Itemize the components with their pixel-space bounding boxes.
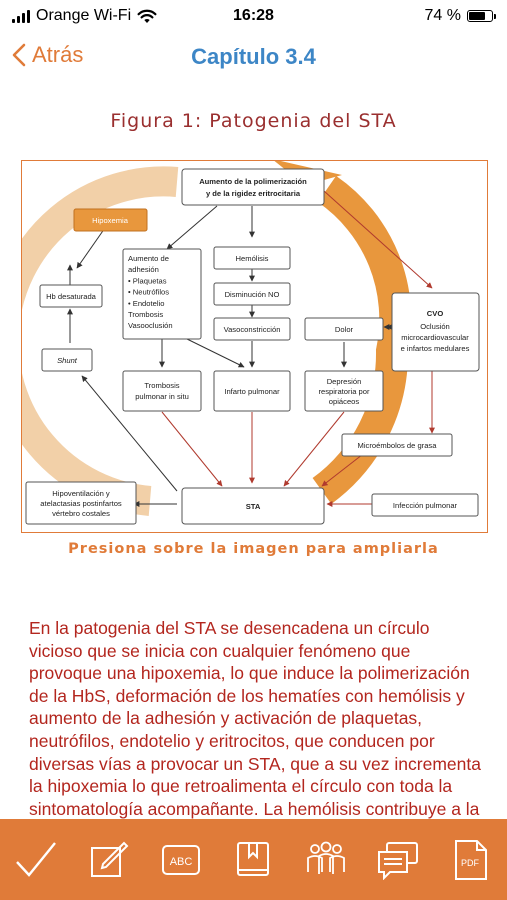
edit-note-icon bbox=[90, 841, 129, 877]
label-cvo-line: microcardiovascular bbox=[401, 333, 469, 342]
abc-label: ABC bbox=[170, 856, 193, 868]
label-vaso: Vasoconstricción bbox=[224, 325, 281, 334]
battery-label: 74 % bbox=[424, 7, 461, 24]
label-sta: STA bbox=[246, 502, 261, 511]
signal-icon bbox=[12, 9, 30, 23]
comments-button[interactable] bbox=[375, 837, 421, 883]
box-dolor bbox=[304, 317, 384, 341]
box-top bbox=[181, 168, 325, 206]
status-time: 16:28 bbox=[233, 7, 274, 24]
pathogenesis-diagram: Aumento de la polimerización y de la rig… bbox=[22, 161, 480, 525]
box-hipovent bbox=[25, 481, 137, 525]
box-infarto bbox=[213, 370, 291, 412]
back-label: Atrás bbox=[32, 42, 84, 67]
box-cvo bbox=[391, 292, 480, 372]
label-infeccion: Infección pulmonar bbox=[393, 501, 458, 510]
box-infeccion bbox=[371, 493, 479, 517]
wifi-icon bbox=[137, 9, 157, 23]
label-trombosis-line: pulmonar in situ bbox=[135, 392, 189, 401]
box-sta bbox=[181, 487, 325, 525]
box-hemolisis bbox=[213, 246, 291, 270]
box-microembolos bbox=[341, 433, 453, 457]
checkmark-icon bbox=[16, 841, 57, 877]
chevron-left-icon bbox=[12, 43, 26, 67]
box-hipoxemia bbox=[73, 208, 148, 232]
label-adhesion-line: Trombosis bbox=[128, 310, 163, 319]
status-right: 74 % bbox=[424, 7, 496, 25]
label-top-2: y de la rigidez eritrocitaria bbox=[206, 189, 301, 198]
pdf-file-icon: PDF bbox=[454, 839, 487, 880]
pdf-label: PDF bbox=[461, 858, 480, 868]
label-adhesion-line: • Plaquetas bbox=[128, 276, 167, 285]
label-top-1: Aumento de la polimerización bbox=[199, 177, 307, 186]
label-depresion-line: respiratoria por bbox=[318, 387, 370, 396]
label-hipovent-line: vértebro costales bbox=[52, 509, 110, 518]
box-shunt bbox=[41, 348, 93, 372]
check-button[interactable] bbox=[13, 837, 59, 883]
team-button[interactable] bbox=[303, 837, 349, 883]
notes-button[interactable] bbox=[86, 837, 132, 883]
label-depresion-line: Depresión bbox=[327, 377, 362, 386]
box-vaso bbox=[213, 317, 291, 341]
label-adhesion-line: Aumento de bbox=[128, 254, 169, 263]
box-no bbox=[213, 282, 291, 306]
label-hipoxemia: Hipoxemia bbox=[92, 216, 129, 225]
label-cvo-title: CVO bbox=[427, 309, 444, 318]
figure-title: Figura 1: Patogenia del STA bbox=[110, 110, 397, 132]
people-icon bbox=[306, 841, 345, 874]
bookmark-button[interactable] bbox=[230, 837, 276, 883]
label-adhesion-line: • Neutrófilos bbox=[128, 288, 169, 297]
label-adhesion-line: adhesión bbox=[128, 265, 159, 274]
status-left: Orange Wi-Fi bbox=[12, 7, 157, 25]
battery-icon bbox=[467, 10, 496, 22]
pdf-button[interactable]: PDF bbox=[448, 837, 494, 883]
label-depresion-line: opiáceos bbox=[329, 397, 360, 406]
status-bar: Orange Wi-Fi 16:28 74 % bbox=[0, 0, 507, 32]
label-infarto: Infarto pulmonar bbox=[224, 387, 280, 396]
label-dolor: Dolor bbox=[335, 325, 354, 334]
page-title: Capítulo 3.4 bbox=[191, 44, 316, 69]
label-shunt: Shunt bbox=[57, 356, 78, 365]
glossary-button[interactable]: ABC bbox=[158, 837, 204, 883]
box-hb bbox=[39, 284, 103, 308]
figure-caption[interactable]: Presiona sobre la imagen para ampliarla bbox=[68, 541, 439, 557]
label-microembolos: Microémbolos de grasa bbox=[358, 441, 438, 450]
figure-image[interactable]: Aumento de la polimerización y de la rig… bbox=[21, 160, 488, 533]
cycle-arc-left bbox=[22, 166, 179, 516]
battery-fill bbox=[469, 12, 486, 20]
label-hb: Hb desaturada bbox=[46, 292, 97, 301]
box-trombosis bbox=[122, 370, 202, 412]
box-adhesion bbox=[122, 248, 202, 340]
label-cvo-line: Oclusión bbox=[420, 322, 450, 331]
label-hipovent-line: Hipoventilación y bbox=[52, 489, 110, 498]
label-hemolisis: Hemólisis bbox=[236, 254, 269, 263]
carrier-label: Orange Wi-Fi bbox=[36, 7, 132, 24]
book-bookmark-icon bbox=[237, 841, 270, 876]
label-hipovent-line: atelactasias postinfartos bbox=[40, 499, 122, 508]
body-paragraph: En la patogenia del STA se desencadena u… bbox=[29, 618, 481, 841]
label-trombosis-line: Trombosis bbox=[144, 381, 179, 390]
box-depresion bbox=[304, 370, 384, 412]
nav-bar: Atrás Capítulo 3.4 bbox=[0, 36, 507, 80]
label-adhesion-line: • Endotelio bbox=[128, 299, 164, 308]
label-cvo-line: e infartos medulares bbox=[401, 344, 470, 353]
label-no: Disminución NO bbox=[225, 290, 280, 299]
label-adhesion-line: Vasooclusión bbox=[128, 321, 173, 330]
chat-bubbles-icon bbox=[378, 841, 419, 880]
abc-icon: ABC bbox=[162, 844, 201, 875]
back-button[interactable]: Atrás bbox=[12, 42, 83, 68]
bottom-toolbar: ABC PDF bbox=[0, 819, 507, 900]
